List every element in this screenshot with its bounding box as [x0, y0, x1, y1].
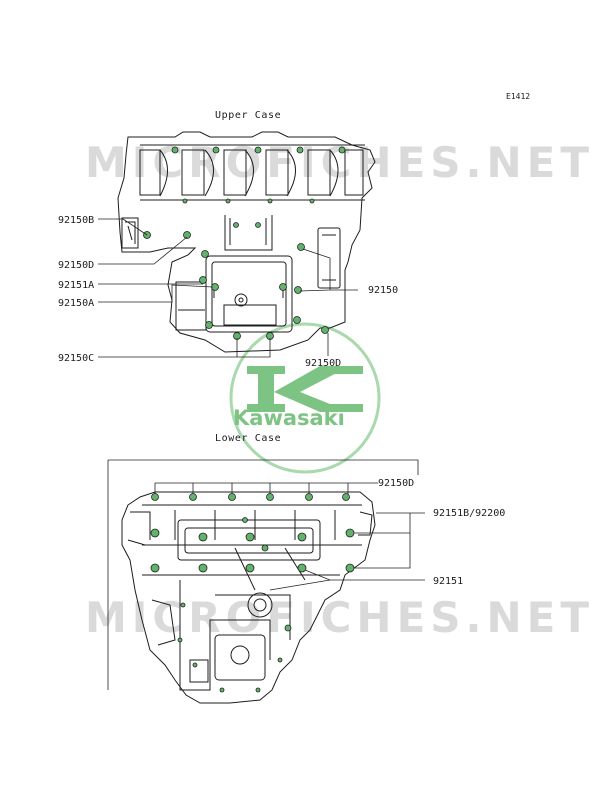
bolt-92150b-2	[183, 231, 191, 239]
bolt-92150-1	[279, 283, 287, 291]
callout-92150a: 92150A	[58, 298, 94, 309]
callout-92150c: 92150C	[58, 353, 94, 364]
diagram-code: E1412	[506, 92, 530, 101]
callout-92151a: 92151A	[58, 280, 94, 291]
bolt-92151a	[199, 276, 207, 284]
bolt-92150-3	[294, 286, 302, 294]
logo-wordmark: Kawasaki	[233, 406, 345, 430]
lower-case-title: Lower Case	[215, 433, 281, 444]
bolt-92150d-2	[321, 326, 329, 334]
callout-92151: 92151	[433, 576, 463, 587]
lower-case-leaders	[107, 459, 425, 690]
upper-case-title: Upper Case	[215, 110, 281, 121]
upper-case-drawing	[117, 131, 376, 353]
kawasaki-logo: Kawasaki	[229, 322, 381, 474]
callout-92150d-lower: 92150D	[378, 478, 414, 489]
callout-92151b-92200: 92151B/92200	[433, 508, 505, 519]
bolt-92150d-1	[201, 250, 209, 258]
bolt-92150c-1	[205, 321, 213, 329]
watermark-text-bottom: MICROFICHES.NET	[85, 593, 594, 642]
callout-92150d-upper-left: 92150D	[58, 260, 94, 271]
lower-case-bolts	[150, 493, 355, 693]
callout-92150b: 92150B	[58, 215, 94, 226]
bolt-92150a-2	[293, 316, 301, 324]
callout-92150: 92150	[368, 285, 398, 296]
upper-case-leaders	[98, 218, 358, 358]
kawasaki-k-icon	[247, 366, 363, 412]
logo-ring	[229, 322, 381, 474]
bolt-92150-2	[297, 243, 305, 251]
callout-92150d-upper-right: 92150D	[305, 358, 341, 369]
lower-case-drawing	[121, 491, 376, 704]
